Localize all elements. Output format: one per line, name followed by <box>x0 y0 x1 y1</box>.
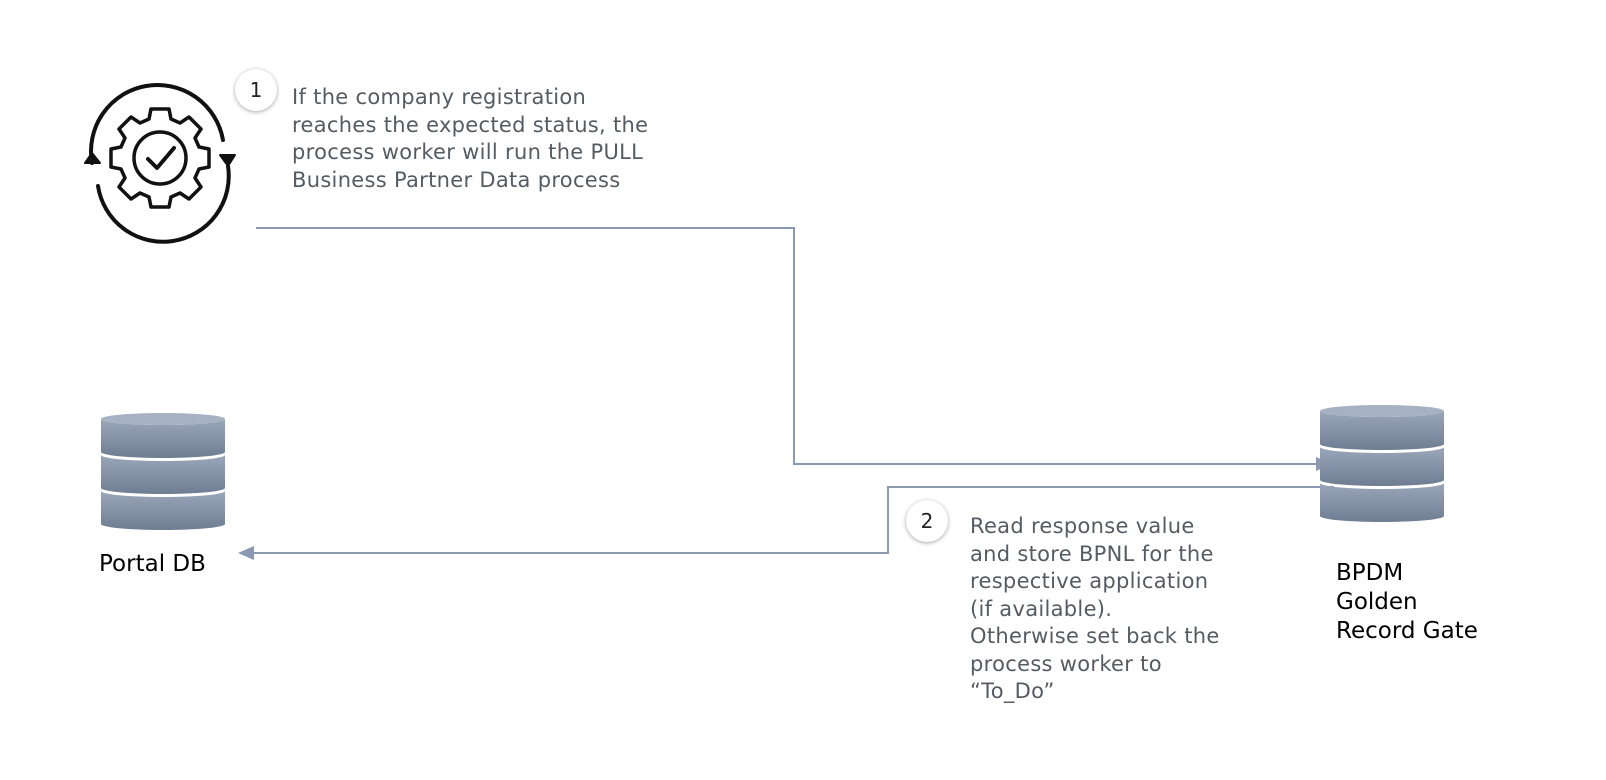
step-1-line: reaches the expected status, the <box>292 112 649 137</box>
step-2-line: process worker to <box>970 651 1162 676</box>
step-1-line: Business Partner Data process <box>292 167 621 192</box>
step-1-number: 1 <box>249 78 263 102</box>
portal-db-database-icon <box>101 413 225 530</box>
step-1-line: If the company registration <box>292 85 587 109</box>
portal-db-label: Portal DB <box>99 551 206 577</box>
step-2-badge: 2 <box>906 500 948 542</box>
step-2-line: respective application <box>970 569 1209 593</box>
step-2-number: 2 <box>920 509 934 533</box>
step-2-line: (if available). <box>970 596 1113 621</box>
bpdm-label-line: Record Gate <box>1336 618 1478 644</box>
bpdm-label-line: Golden <box>1336 589 1418 615</box>
step-1-line: process worker will run the PULL <box>292 140 644 164</box>
bpdm-label-line: BPDM <box>1336 560 1404 586</box>
step-2-line: Read response value <box>970 514 1195 538</box>
bpdm-label: BPDM Golden Record Gate <box>1336 559 1478 646</box>
step-2-line: “To_Do” <box>970 679 1055 703</box>
step-2-line: and store BPNL for the <box>970 541 1214 566</box>
step-2-description: Read response value and store BPNL for t… <box>970 513 1270 706</box>
bpdm-database-icon <box>1320 405 1444 522</box>
connector-to-portal-db <box>254 486 1334 554</box>
step-1-badge: 1 <box>235 69 277 111</box>
step-1-description: If the company registration reaches the … <box>292 84 712 194</box>
connector-to-bpdm <box>256 227 1316 465</box>
step-2-line: Otherwise set back the <box>970 624 1220 648</box>
gear-check-cycle-icon <box>84 83 236 244</box>
arrowhead-portal-db <box>238 546 254 560</box>
